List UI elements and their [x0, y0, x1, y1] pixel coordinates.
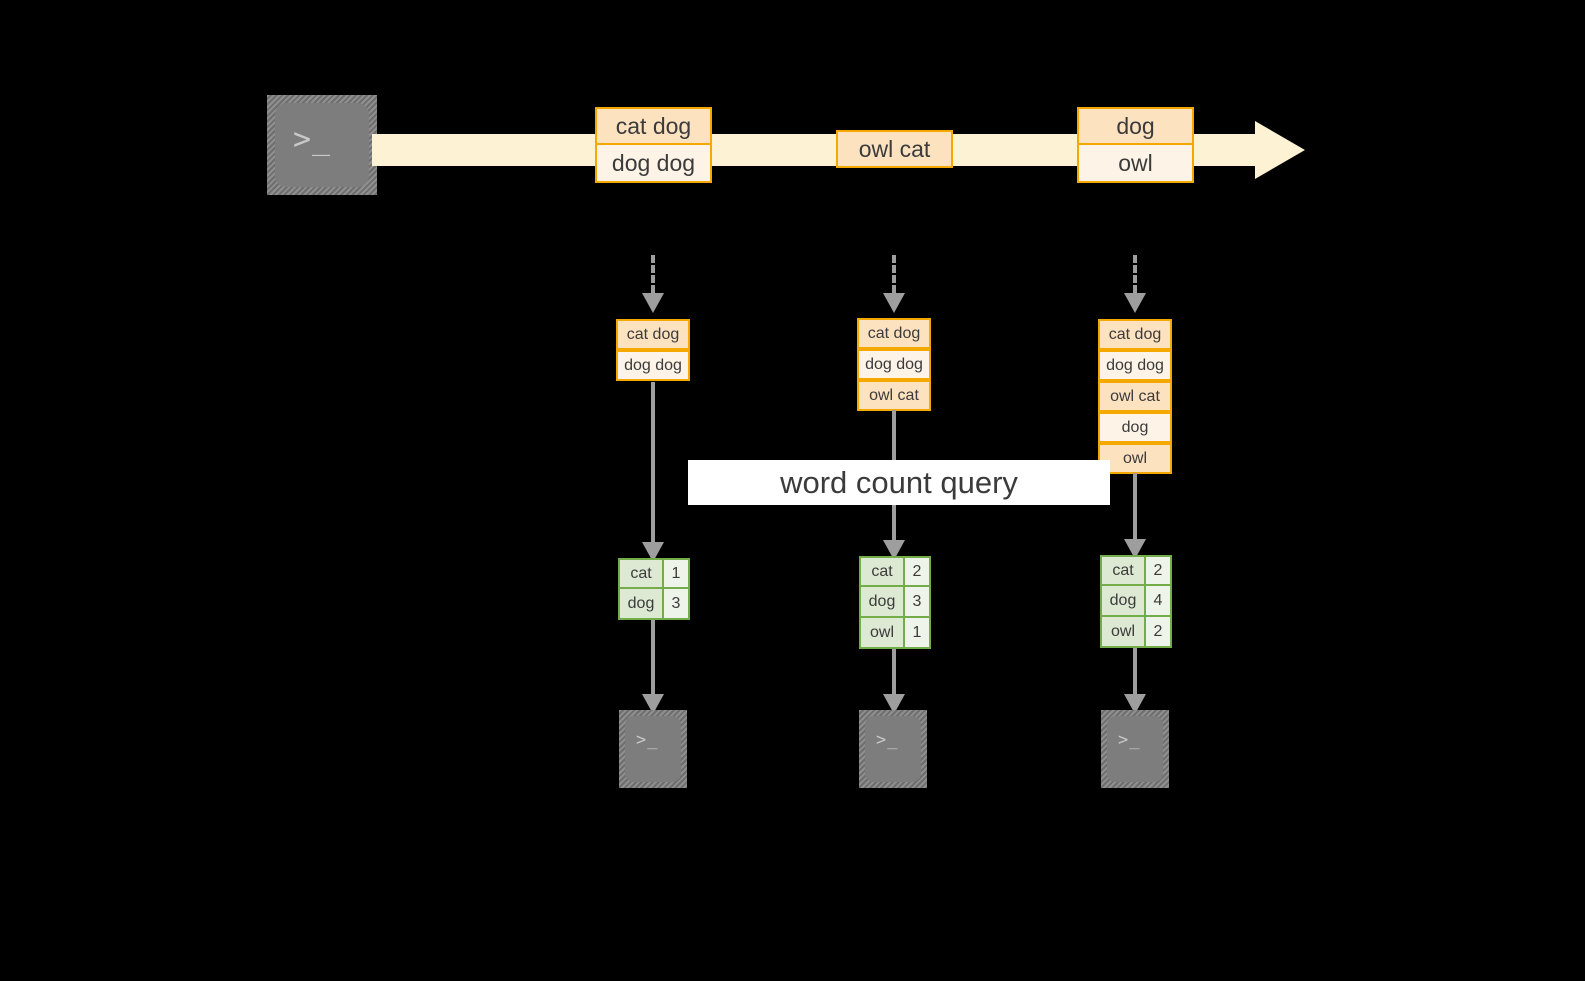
result-row: owl 1: [859, 618, 931, 649]
stream-event-2: owl cat: [836, 130, 953, 168]
terminal-screen: >_: [275, 103, 369, 187]
stream-event-line: owl: [1077, 145, 1194, 183]
query-arrow-head-1: [642, 542, 664, 562]
result-count: 2: [1146, 555, 1172, 586]
result-count: 1: [905, 618, 931, 649]
result-word: dog: [618, 589, 664, 620]
result-table-1: cat 1 dog 3: [618, 558, 690, 620]
result-word: cat: [1100, 555, 1146, 586]
result-row: owl 2: [1100, 617, 1172, 648]
stream-arrow-head: [1255, 121, 1305, 179]
result-word: dog: [1100, 586, 1146, 617]
snapshot-arrow-head-1: [642, 293, 664, 313]
result-count: 4: [1146, 586, 1172, 617]
query-arrow-shaft-3: [1133, 473, 1137, 545]
input-row: cat dog: [857, 318, 931, 349]
result-word: dog: [859, 587, 905, 618]
input-row: dog dog: [857, 349, 931, 380]
output-arrow-head-1: [642, 694, 664, 714]
stream-event-1: cat dog dog dog: [595, 107, 712, 183]
result-row: dog 4: [1100, 586, 1172, 617]
stream-event-line: dog dog: [595, 145, 712, 183]
output-arrow-head-3: [1124, 694, 1146, 714]
result-row: dog 3: [618, 589, 690, 620]
output-arrow-shaft-1: [651, 620, 655, 698]
input-row: owl cat: [1098, 381, 1172, 412]
result-row: cat 2: [1100, 555, 1172, 586]
source-terminal-icon: >_: [267, 95, 377, 195]
terminal-prompt-glyph: >_: [293, 122, 332, 157]
input-row: dog dog: [1098, 350, 1172, 381]
result-row: cat 1: [618, 558, 690, 589]
result-word: owl: [859, 618, 905, 649]
result-row: cat 2: [859, 556, 931, 587]
input-table-2: cat dog dog dog owl cat: [857, 318, 931, 411]
snapshot-arrow-head-3: [1124, 293, 1146, 313]
terminal-screen: >_: [625, 716, 681, 782]
input-row: dog dog: [616, 350, 690, 381]
result-table-3: cat 2 dog 4 owl 2: [1100, 555, 1172, 648]
terminal-screen: >_: [1107, 716, 1163, 782]
output-arrow-shaft-2: [892, 649, 896, 698]
result-row: dog 3: [859, 587, 931, 618]
input-row: cat dog: [1098, 319, 1172, 350]
sink-terminal-icon-1: >_: [619, 710, 687, 788]
input-table-1: cat dog dog dog: [616, 319, 690, 381]
result-word: cat: [618, 558, 664, 589]
input-row: cat dog: [616, 319, 690, 350]
terminal-prompt-glyph: >_: [636, 730, 659, 750]
result-word: owl: [1100, 617, 1146, 648]
terminal-prompt-glyph: >_: [876, 730, 899, 750]
snapshot-arrow-shaft-3: [1133, 255, 1137, 293]
terminal-screen: >_: [865, 716, 921, 782]
snapshot-arrow-shaft-1: [651, 255, 655, 293]
snapshot-arrow-shaft-2: [892, 255, 896, 293]
stream-event-line: dog: [1077, 107, 1194, 145]
result-word: cat: [859, 556, 905, 587]
output-arrow-shaft-3: [1133, 648, 1137, 698]
stream-event-line: owl cat: [836, 130, 953, 168]
sink-terminal-icon-3: >_: [1101, 710, 1169, 788]
input-row: owl cat: [857, 380, 931, 411]
query-label-banner: word count query: [688, 460, 1110, 505]
query-arrow-head-3: [1124, 539, 1146, 559]
sink-terminal-icon-2: >_: [859, 710, 927, 788]
result-table-2: cat 2 dog 3 owl 1: [859, 556, 931, 649]
result-count: 3: [664, 589, 690, 620]
snapshot-arrow-head-2: [883, 293, 905, 313]
input-table-3: cat dog dog dog owl cat dog owl: [1098, 319, 1172, 474]
query-arrow-shaft-1: [651, 382, 655, 547]
result-count: 2: [1146, 617, 1172, 648]
output-arrow-head-2: [883, 694, 905, 714]
terminal-prompt-glyph: >_: [1118, 730, 1141, 750]
input-row: dog: [1098, 412, 1172, 443]
stream-event-3: dog owl: [1077, 107, 1194, 183]
query-arrow-head-2: [883, 540, 905, 560]
result-count: 2: [905, 556, 931, 587]
stream-event-line: cat dog: [595, 107, 712, 145]
result-count: 1: [664, 558, 690, 589]
result-count: 3: [905, 587, 931, 618]
